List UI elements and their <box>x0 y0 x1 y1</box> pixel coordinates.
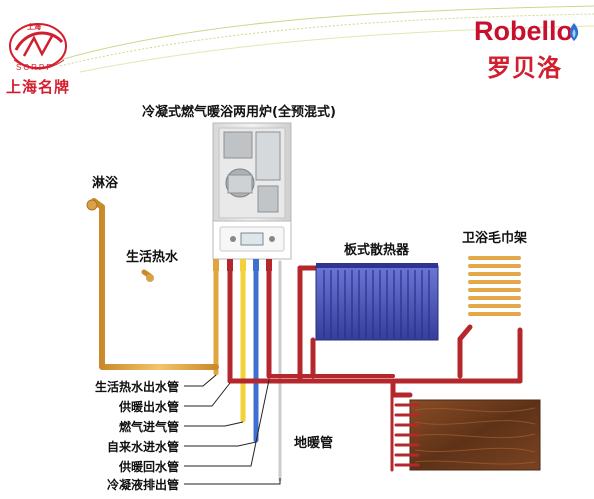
boiler-outlet-connectors <box>213 259 272 271</box>
pipe-label-heating-return: 供暖回水管 <box>118 460 179 474</box>
pipe-label-cold-water-inlet: 自来水进水管 <box>106 440 179 454</box>
floor-heating-label: 地暖管 <box>294 436 334 451</box>
floor-heating-panel <box>390 394 541 472</box>
pipe-label-heating-supply: 供暖出水管 <box>118 400 179 414</box>
shower-pipe <box>86 198 219 370</box>
header-curves <box>59 5 594 73</box>
shower-label: 淋浴 <box>92 176 119 191</box>
logo-badge-text: 上海 <box>27 23 41 31</box>
legend-leader-lines <box>184 374 281 485</box>
boiler-unit <box>212 122 292 260</box>
robello-chinese-name: 罗贝洛 <box>487 54 562 82</box>
pipe-label-condensate-drain: 冷凝液排出管 <box>106 478 179 492</box>
shanghai-brand-logo <box>9 23 67 70</box>
boiler-vertical-pipes <box>213 260 282 482</box>
pipe-label-gas-inlet: 燃气进气管 <box>118 420 179 434</box>
robello-logo-text: Robello <box>474 16 573 46</box>
towel-rack <box>467 247 522 331</box>
pipe-label-hot-water-outlet: 生活热水出水管 <box>94 380 179 394</box>
panel-radiator-label: 板式散热器 <box>344 243 410 258</box>
flame-icon <box>569 23 579 41</box>
diagram-title: 冷凝式燃气暖浴两用炉(全预混式) <box>142 105 336 120</box>
domestic-hot-water-label: 生活热水 <box>126 250 179 265</box>
shanghai-brand-label: 上海名牌 <box>6 78 71 96</box>
panel-radiator <box>315 263 439 341</box>
hot-water-faucet-pipe <box>141 269 154 370</box>
logo-arc-text: SCRPF <box>16 63 54 72</box>
towel-rack-label: 卫浴毛巾架 <box>462 231 528 246</box>
